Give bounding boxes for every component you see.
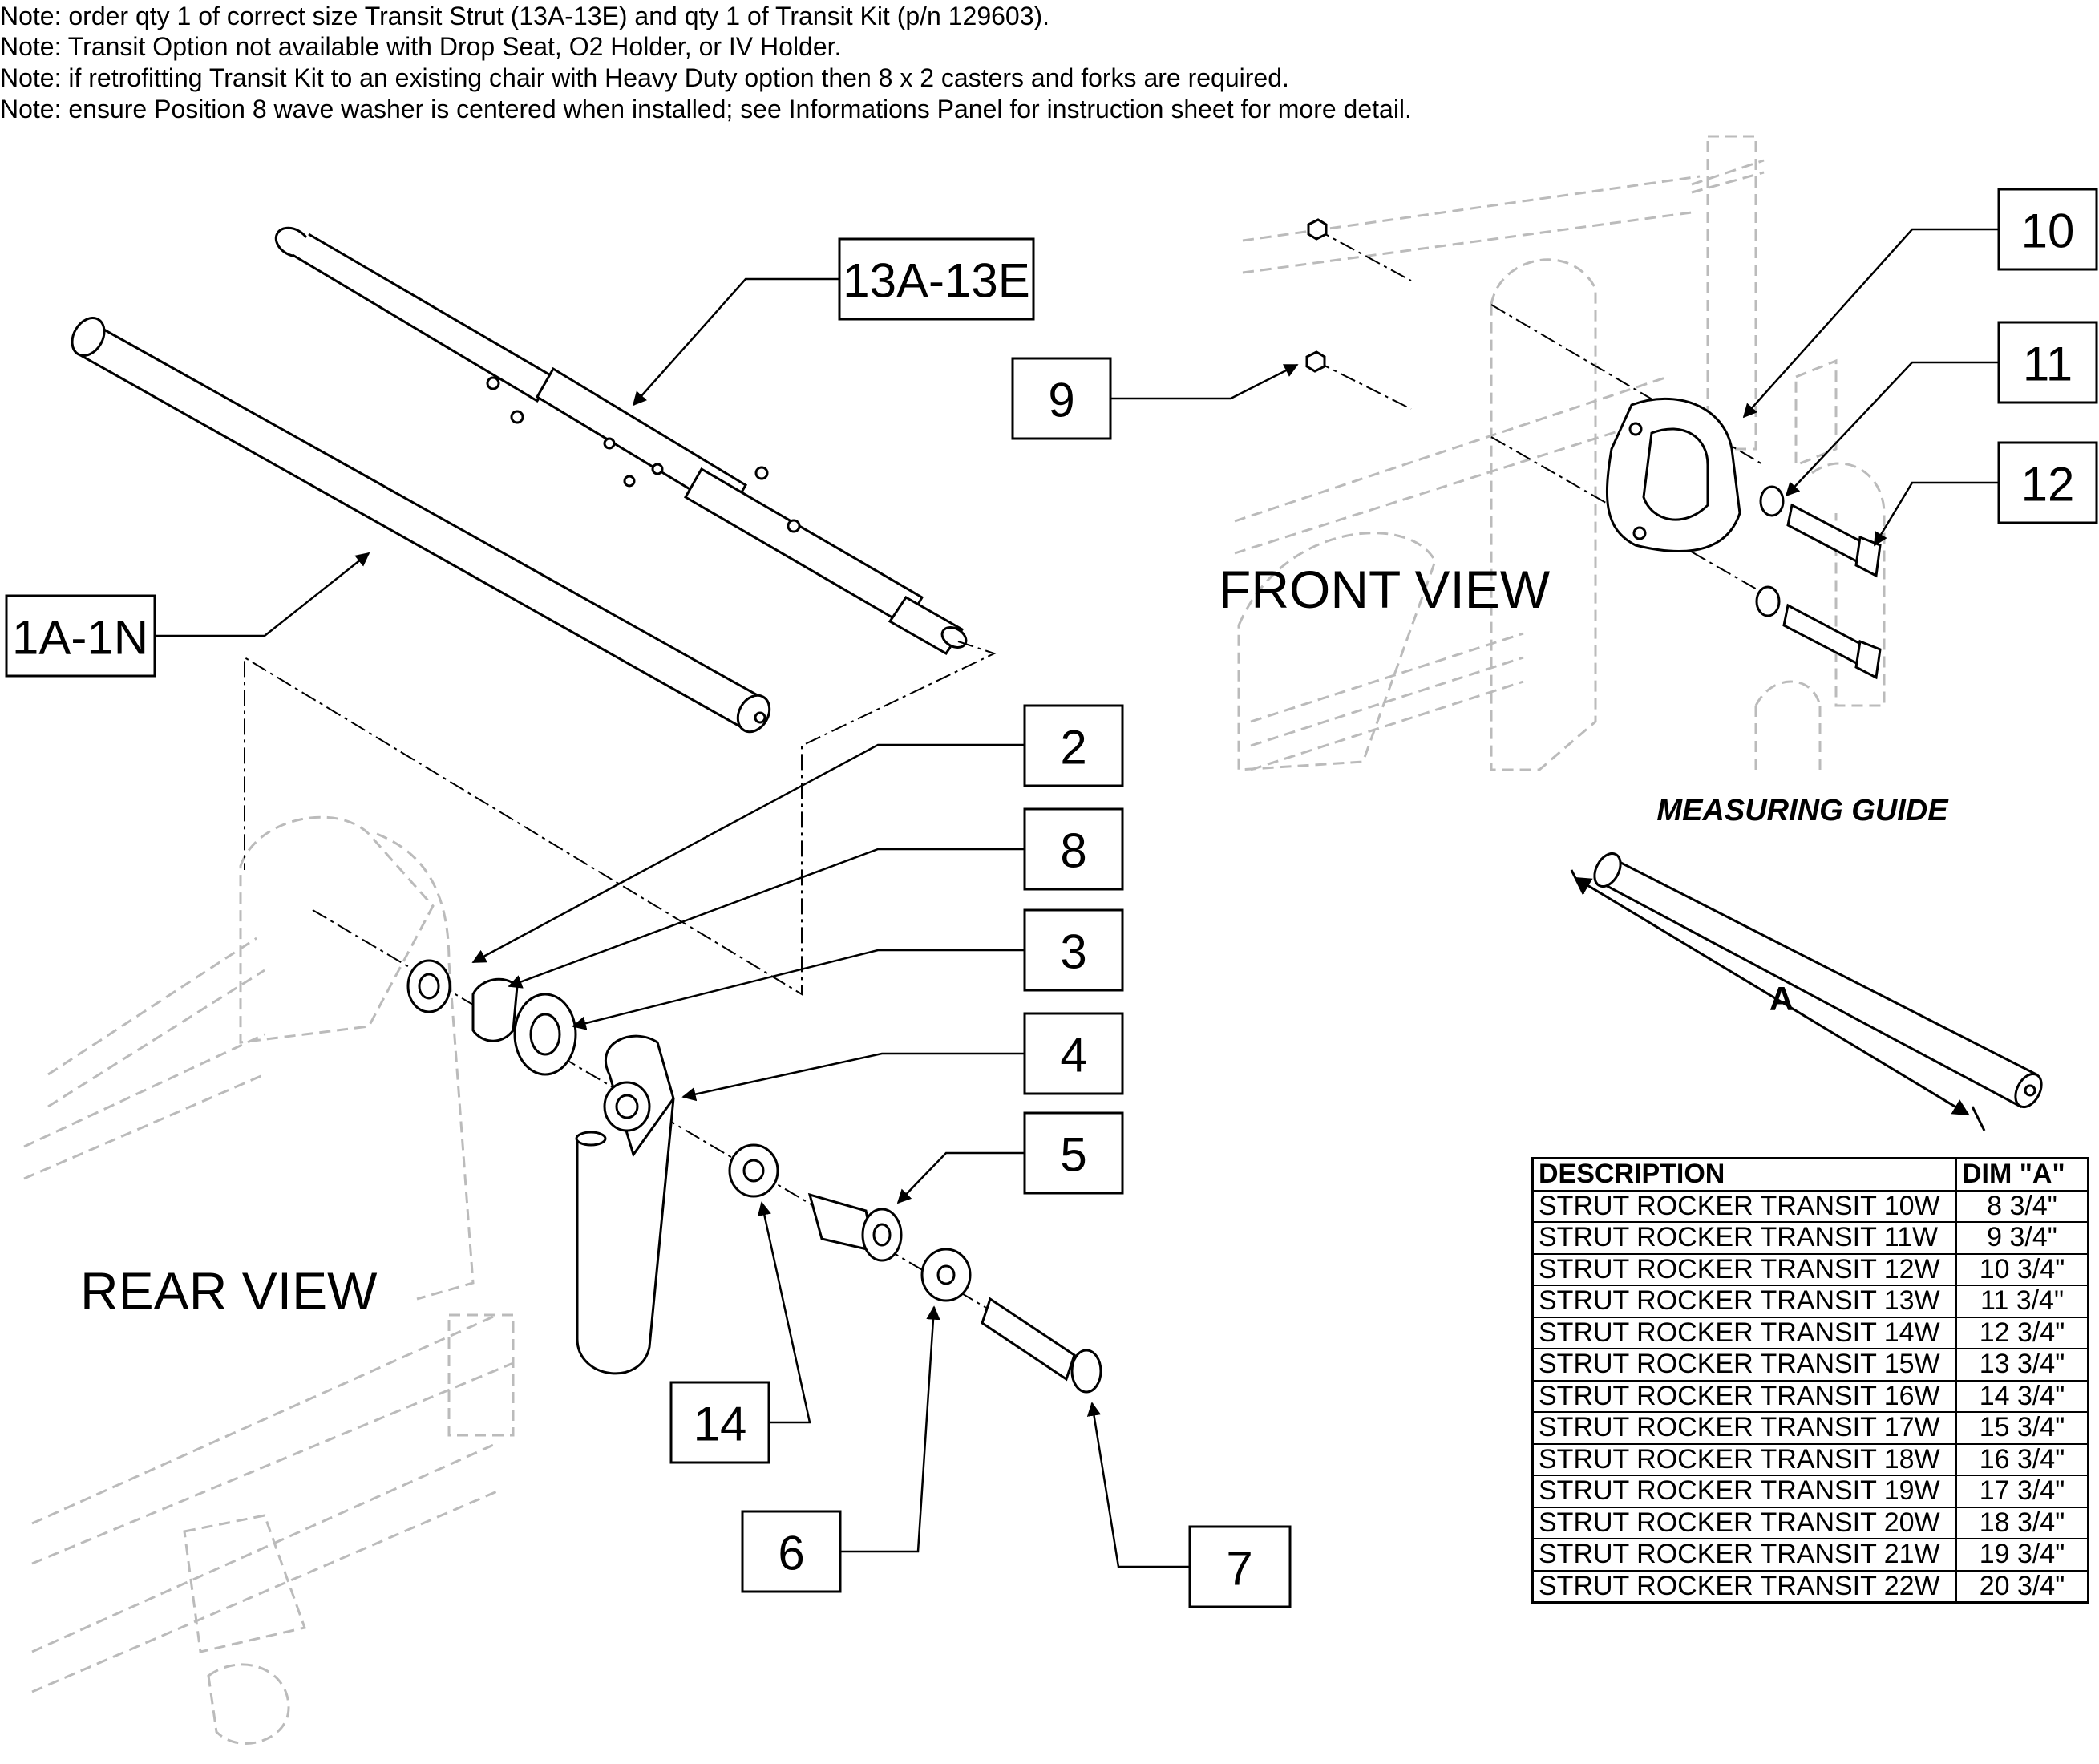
callout-2: 2 [1060, 721, 1086, 775]
callout-12: 12 [2021, 458, 2075, 512]
table-cell-dim-a: 14 3/4" [1955, 1379, 2089, 1413]
table-cell-dim-a: 13 3/4" [1955, 1348, 2089, 1382]
callout-8: 8 [1060, 824, 1086, 878]
table-cell-dim-a: 16 3/4" [1955, 1442, 2089, 1476]
front-view-frame-ghost [1234, 135, 1886, 771]
callout-labels: 13A-13E 1A-1N 2 8 3 4 5 14 6 7 9 10 11 1… [12, 204, 2074, 1596]
callout-boxes [5, 188, 2098, 1608]
dimension-a-label: A [1769, 980, 1794, 1018]
table-cell-dim-a: 20 3/4" [1955, 1569, 2089, 1604]
callout-box-6 [741, 1510, 842, 1593]
callout-7: 7 [1226, 1542, 1252, 1596]
table-cell-description: STRUT ROCKER TRANSIT 17W [1531, 1411, 1957, 1445]
table-cell-description: STRUT ROCKER TRANSIT 13W [1531, 1285, 1957, 1318]
callout-6: 6 [778, 1527, 804, 1580]
callout-14: 14 [694, 1398, 747, 1451]
measuring-guide-title: MEASURING GUIDE [1656, 794, 1949, 827]
callout-box-10 [1997, 188, 2098, 271]
strut-1a-1n [71, 317, 771, 734]
callout-box-11 [1997, 321, 2098, 404]
callout-1a-1n: 1A-1N [12, 611, 148, 665]
callout-13a-13e: 13A-13E [843, 254, 1030, 308]
rear-view-parts [406, 959, 1102, 1394]
table-header-row: DESCRIPTION DIM "A" [1531, 1157, 2089, 1192]
callout-box-5 [1023, 1111, 1124, 1195]
table-cell-description: STRUT ROCKER TRANSIT 14W [1531, 1316, 1957, 1349]
callout-11: 11 [2023, 338, 2073, 391]
table-cell-description: STRUT ROCKER TRANSIT 15W [1531, 1348, 1957, 1382]
dimension-line-a [1570, 869, 1986, 1131]
table-cell-description: STRUT ROCKER TRANSIT 16W [1531, 1379, 1957, 1413]
table-cell-description: STRUT ROCKER TRANSIT 12W [1531, 1252, 1957, 1286]
callout-4: 4 [1060, 1029, 1086, 1082]
table-cell-dim-a: 8 3/4" [1955, 1189, 2089, 1223]
dimension-table: DESCRIPTION DIM "A" STRUT ROCKER TRANSIT… [1531, 1157, 2089, 1604]
callout-5: 5 [1060, 1128, 1086, 1182]
table-cell-dim-a: 12 3/4" [1955, 1316, 2089, 1349]
table-cell-dim-a: 15 3/4" [1955, 1411, 2089, 1445]
table-cell-dim-a: 18 3/4" [1955, 1506, 2089, 1539]
callout-box-14 [669, 1381, 770, 1464]
table-cell-description: STRUT ROCKER TRANSIT 19W [1531, 1475, 1957, 1508]
leader-lines [155, 228, 1999, 1568]
note-line-3: Note: if retrofitting Transit Kit to an … [0, 63, 1289, 92]
callout-box-7 [1188, 1525, 1292, 1608]
callout-box-2 [1023, 704, 1124, 787]
measuring-guide-rod [1593, 852, 2043, 1109]
callout-box-12 [1997, 441, 2098, 524]
callout-box-3 [1023, 908, 1124, 992]
callout-9: 9 [1048, 374, 1074, 427]
note-line-2: Note: Transit Option not available with … [0, 32, 842, 61]
table-cell-description: STRUT ROCKER TRANSIT 18W [1531, 1442, 1957, 1476]
table-cell-dim-a: 11 3/4" [1955, 1285, 2089, 1318]
callout-3: 3 [1060, 925, 1086, 979]
table-cell-dim-a: 10 3/4" [1955, 1252, 2089, 1286]
callout-box-8 [1023, 807, 1124, 891]
table-cell-description: STRUT ROCKER TRANSIT 11W [1531, 1221, 1957, 1255]
callout-box-13a-13e [838, 237, 1035, 321]
table-cell-description: STRUT ROCKER TRANSIT 21W [1531, 1538, 1957, 1572]
front-view-label: FRONT VIEW [1219, 560, 1551, 619]
table-cell-dim-a: 17 3/4" [1955, 1475, 2089, 1508]
table-cell-description: STRUT ROCKER TRANSIT 22W [1531, 1569, 1957, 1604]
table-cell-description: STRUT ROCKER TRANSIT 20W [1531, 1506, 1957, 1539]
table-cell-dim-a: 19 3/4" [1955, 1538, 2089, 1572]
note-line-1: Note: order qty 1 of correct size Transi… [0, 2, 1050, 30]
rear-view-frame-ghost [23, 815, 515, 1745]
front-view-parts [1305, 218, 1882, 680]
table-cell-dim-a: 9 3/4" [1955, 1221, 2089, 1255]
table-header-description: DESCRIPTION [1531, 1157, 1957, 1192]
callout-10: 10 [2021, 204, 2075, 258]
callout-box-4 [1023, 1012, 1124, 1095]
note-line-4: Note: ensure Position 8 wave washer is c… [0, 95, 1412, 123]
rear-view-label: REAR VIEW [80, 1261, 378, 1321]
callout-box-1a-1n [5, 594, 156, 678]
callout-box-9 [1011, 357, 1112, 440]
strut-13a-13e [274, 226, 968, 655]
table-cell-description: STRUT ROCKER TRANSIT 10W [1531, 1189, 1957, 1223]
table-header-dim-a: DIM "A" [1955, 1157, 2089, 1192]
